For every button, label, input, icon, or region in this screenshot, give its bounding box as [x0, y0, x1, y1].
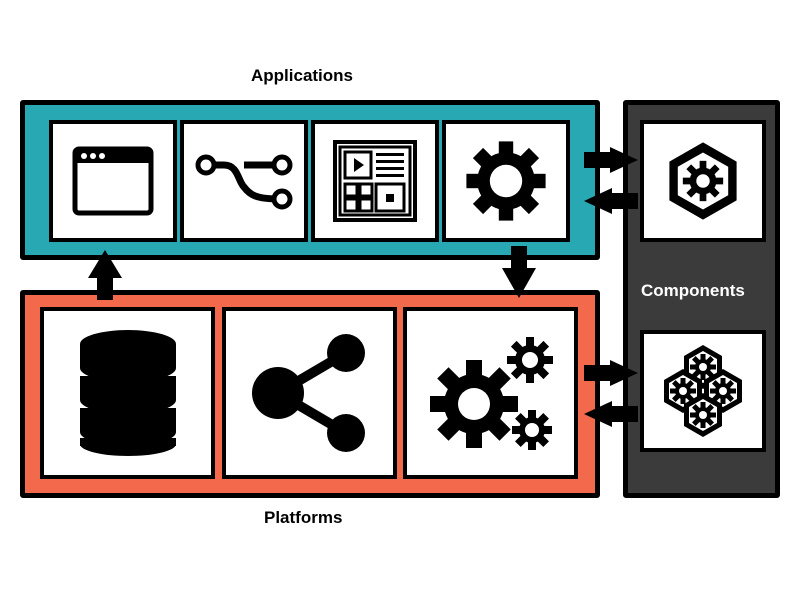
arrow-right-applications-to-components — [584, 147, 638, 173]
gears-icon — [429, 337, 553, 450]
applications-label: Applications — [251, 66, 354, 85]
branch-tile — [180, 120, 308, 242]
dashboard-layout-icon — [333, 140, 417, 222]
branch-icon — [195, 154, 293, 210]
gear-tile — [442, 120, 570, 242]
share-icon — [251, 334, 365, 452]
database-icon — [77, 330, 178, 456]
hexagon-cluster-gears-icon — [664, 345, 742, 437]
share-tile — [222, 307, 397, 479]
hexagon-gear-tile — [640, 120, 766, 242]
arrow-left-components-to-platforms — [584, 401, 638, 427]
gears-tile — [403, 307, 578, 479]
browser-window-tile — [49, 120, 177, 242]
arrow-down-applications-to-platforms — [502, 246, 536, 298]
arrow-left-components-to-applications — [584, 188, 638, 214]
hexagon-gear-icon — [669, 142, 737, 220]
database-tile — [40, 307, 215, 479]
hexagon-cluster-tile — [640, 330, 766, 452]
browser-window-icon — [72, 146, 154, 216]
gear-icon — [466, 141, 546, 221]
platforms-label: Platforms — [264, 508, 343, 527]
arrow-right-platforms-to-components — [584, 360, 638, 386]
dashboard-layout-tile — [311, 120, 439, 242]
arrow-up-platforms-to-applications — [88, 250, 122, 300]
components-label: Components — [641, 281, 745, 300]
